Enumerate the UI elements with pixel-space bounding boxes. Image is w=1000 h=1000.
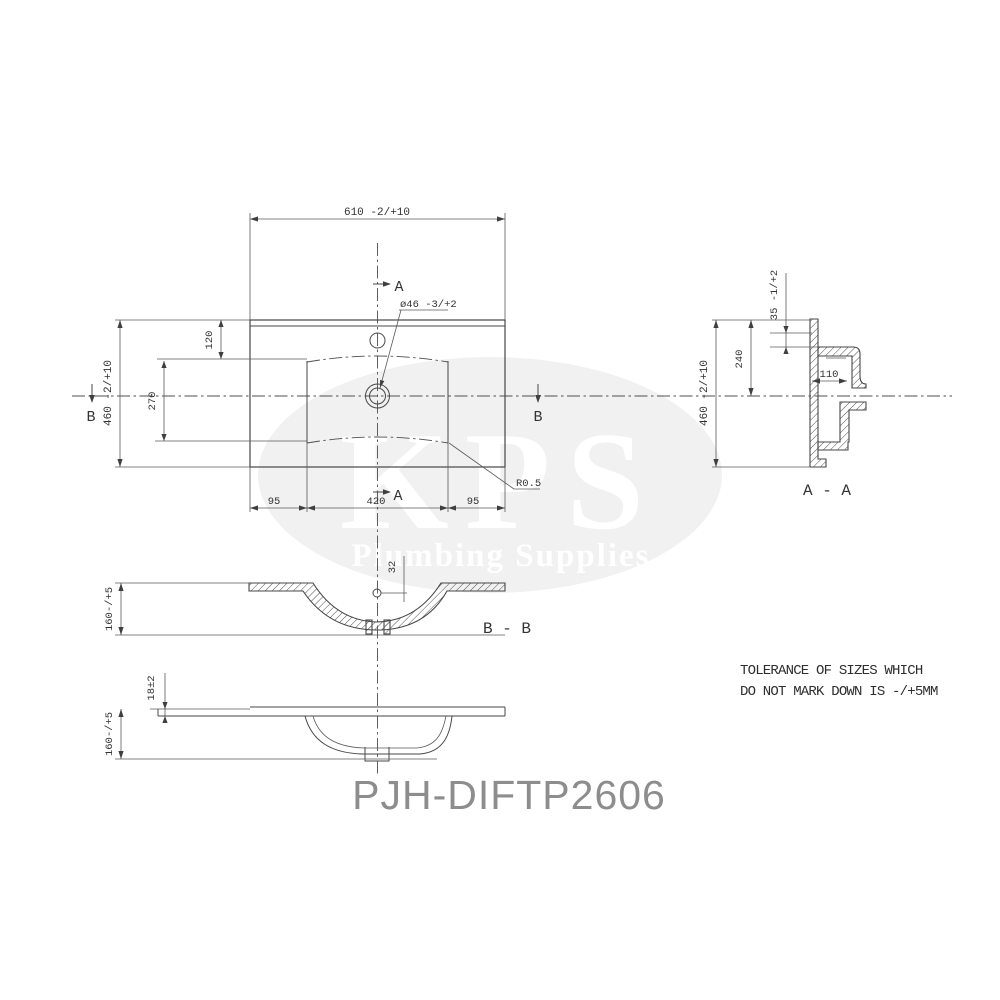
dim-width-610: 610 -2/+10 [249,207,506,320]
dim-right-margin-text: 95 [467,496,480,508]
tolerance-note-line2: DO NOT MARK DOWN IS -/+5MM [740,684,938,700]
marker-b-left-text: B [86,409,95,426]
dim-aa-drain-110: 110 [812,369,847,384]
waste-hole-inner [369,387,386,405]
tap-hole [369,332,386,349]
side-bowl-outer [304,715,453,755]
side-drain-spigot [364,747,390,762]
bowl-top-edge [306,355,449,363]
marker-a-top-text: A [394,279,403,296]
dim-depth-460: 460 -2/+10 [103,319,250,468]
side-view: 18±2 160-/+5 [104,673,506,762]
aa-drain-step-outline [817,401,867,451]
dim-bb-tap-offset-32: 32 [372,556,407,602]
dim-aa-rim-35: 35 -1/+2 [769,270,818,354]
section-bb: 160-/+5 32 B - B [104,556,531,638]
dim-left-margin-text: 95 [268,496,281,508]
section-marker-a-top: A [373,279,404,296]
centerlines [72,243,952,775]
watermark-subtitle-text: Plumbing Supplies [351,538,650,574]
aa-drain-step-hatch [818,402,866,450]
bb-drain-tab-left [366,620,372,634]
watermark-brand-text: KPS [340,404,660,559]
dim-deck-offset-text: 120 [204,331,216,350]
section-aa-label: A - A [803,482,851,500]
dim-width-text: 610 -2/+10 [344,207,410,219]
dim-bb-height-text: 160-/+5 [104,587,116,631]
callout-tap-hole-text: ø46 -3/+2 [400,299,457,311]
dim-bowl-width-text: 420 [367,496,386,508]
bb-drain-tab-right [384,620,390,634]
dim-aa-rim-text: 35 -1/+2 [769,270,781,320]
dim-aa-height-460: 460 -2/+10 [699,320,719,467]
dim-depth-text: 460 -2/+10 [103,360,115,426]
dim-deck-offset-120: 120 [157,320,307,360]
bb-tap-hole [372,588,382,598]
dim-side-height-160: 160-/+5 [104,709,437,760]
tolerance-note: TOLERANCE OF SIZES WHICH DO NOT MARK DOW… [740,663,939,700]
marker-b-right-text: B [533,409,542,426]
plan-view: 610 -2/+10 460 -2/+10 120 270 [86,207,543,512]
bb-shell-hatch [249,583,505,630]
side-bowl-inner [312,715,447,749]
section-marker-a-bottom: A [373,488,403,505]
section-marker-b-left: B [86,384,96,426]
product-code: PJH-DIFTP2606 [352,772,666,818]
marker-a-bottom-text: A [393,488,402,505]
section-bb-label: B - B [483,620,531,638]
bowl-bottom-edge [306,436,449,444]
callout-radius: R0.5 [448,442,541,490]
watermark: KPS Plumbing Supplies [258,357,722,593]
dim-aa-drain-text: 110 [820,369,839,381]
basin-deck-outline [249,319,506,468]
dim-side-slab-18: 18±2 [146,673,168,723]
dim-side-height-text: 160-/+5 [104,712,116,756]
bb-shell-outline [248,582,506,631]
dim-bb-height-160: 160-/+5 [104,583,124,635]
dim-bottom-widths: 95 420 95 [249,443,506,512]
section-marker-b-right: B [533,384,543,426]
dim-side-slab-text: 18±2 [146,675,158,700]
dim-bb-tap-offset-text: 32 [387,561,399,574]
aa-deck-hook-outline [817,346,867,389]
callout-tap-hole: ø46 -3/+2 [379,299,457,389]
tolerance-note-line1: TOLERANCE OF SIZES WHICH [740,663,923,679]
dim-aa-height-text: 460 -2/+10 [699,360,711,426]
dim-aa-240: 240 [734,320,754,396]
aa-deck-hook-hatch [818,347,866,388]
bb-drain-tab-right-outline [383,619,391,635]
waste-hole-outer [365,383,390,409]
dim-bowl-depth-270: 270 [147,361,307,442]
dim-bowl-depth-text: 270 [147,392,159,411]
bb-drain-tab-left-outline [365,619,373,635]
dim-aa-240-text: 240 [734,350,746,369]
callout-radius-text: R0.5 [516,478,541,490]
section-aa: 460 -2/+10 240 35 -1/+2 110 A - A [699,270,867,500]
watermark-oval [258,357,722,593]
